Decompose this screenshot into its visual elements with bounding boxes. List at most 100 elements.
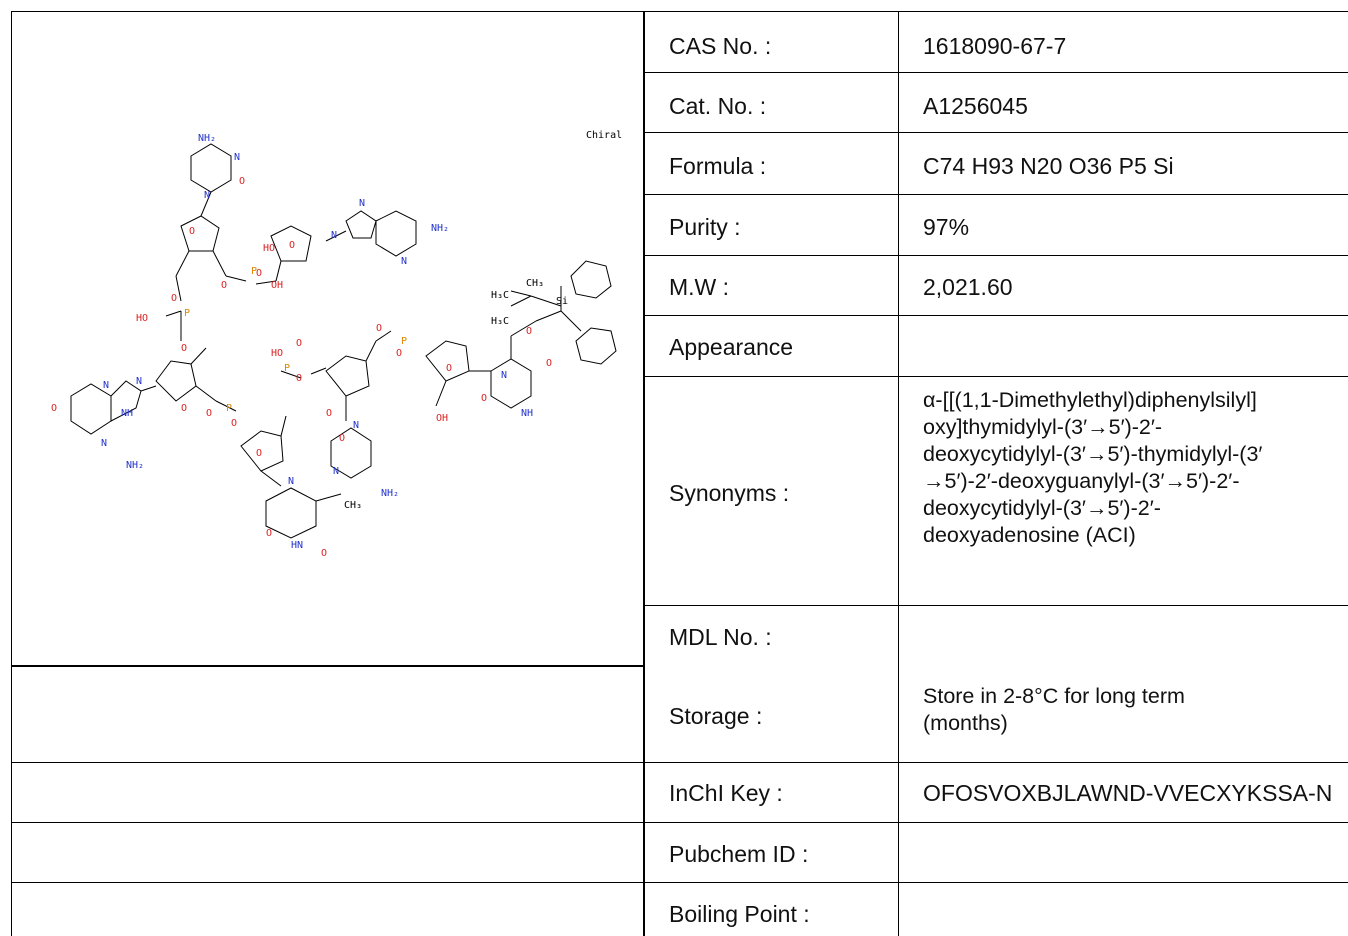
row-divider (11, 762, 1348, 763)
synonyms-line: →5′)-2′-deoxyguanylyl-(3′→5′)-2′- (923, 469, 1240, 493)
row-divider (645, 72, 1348, 73)
value-cas-no: 1618090-67-7 (923, 33, 1067, 59)
row-divider (645, 255, 1348, 256)
svg-text:NH₂: NH₂ (126, 460, 144, 471)
label-formula: Formula : (669, 153, 767, 179)
svg-text:O: O (51, 403, 57, 414)
svg-text:O: O (339, 433, 345, 444)
svg-text:O: O (396, 348, 402, 359)
image-bottom-border (11, 665, 645, 667)
svg-text:OH: OH (436, 413, 448, 424)
row-divider (11, 822, 1348, 823)
svg-text:H₃C: H₃C (491, 290, 509, 301)
svg-text:NH₂: NH₂ (381, 488, 399, 499)
svg-text:O: O (256, 448, 262, 459)
label-pubchem-id: Pubchem ID : (669, 841, 809, 867)
svg-text:P: P (226, 403, 232, 414)
row-divider (11, 882, 1348, 883)
svg-text:O: O (326, 408, 332, 419)
svg-text:O: O (181, 343, 187, 354)
svg-text:P: P (284, 363, 290, 374)
value-mw: 2,021.60 (923, 274, 1013, 300)
synonyms-line: deoxyadenosine (ACI) (923, 523, 1136, 547)
svg-text:N: N (331, 230, 337, 241)
synonyms-line: deoxycytidylyl-(3′→5′)-2′- (923, 496, 1161, 520)
label-mdl-no: MDL No. : (669, 624, 772, 650)
synonyms-line: deoxycytidylyl-(3′→5′)-thymidylyl-(3′ (923, 442, 1263, 466)
svg-text:O: O (296, 338, 302, 349)
svg-text:NH: NH (121, 408, 133, 419)
svg-text:NH₂: NH₂ (431, 223, 449, 234)
structure-svg: Chiral NH₂ N N NH₂ N N N N N NH N NH₂ N … (51, 130, 622, 559)
border-left (11, 11, 12, 936)
label-cat-no: Cat. No. : (669, 93, 767, 119)
svg-text:HO: HO (263, 243, 275, 254)
svg-text:O: O (266, 528, 272, 539)
value-purity: 97% (923, 214, 970, 240)
svg-text:N: N (501, 370, 507, 381)
svg-text:O: O (206, 408, 212, 419)
svg-text:O: O (546, 358, 552, 369)
svg-text:O: O (171, 293, 177, 304)
svg-text:N: N (288, 476, 294, 487)
value-synonyms: α-[[(1,1-Dimethylethyl)diphenylsilyl] ox… (923, 387, 1262, 549)
row-divider (645, 315, 1348, 316)
svg-text:NH₂: NH₂ (198, 133, 216, 144)
svg-text:O: O (256, 268, 262, 279)
svg-text:Chiral: Chiral (586, 130, 622, 141)
label-purity: Purity : (669, 214, 741, 240)
svg-text:OH: OH (271, 280, 283, 291)
synonyms-line: oxy]thymidylyl-(3′→5′)-2′- (923, 415, 1163, 439)
svg-text:CH₃: CH₃ (344, 500, 362, 511)
svg-text:N: N (353, 420, 359, 431)
svg-text:O: O (289, 240, 295, 251)
svg-text:HN: HN (291, 540, 303, 551)
svg-text:O: O (376, 323, 382, 334)
svg-text:P: P (401, 336, 407, 347)
product-spec-sheet: Chiral NH₂ N N NH₂ N N N N N NH N NH₂ N … (11, 11, 1348, 936)
svg-text:O: O (481, 393, 487, 404)
row-divider (645, 605, 1348, 606)
label-mw: M.W : (669, 274, 730, 300)
svg-text:N: N (103, 380, 109, 391)
storage-line: (months) (923, 711, 1008, 735)
svg-text:P: P (251, 266, 257, 277)
storage-line: Store in 2-8°C for long term (923, 684, 1185, 708)
svg-text:HO: HO (136, 313, 148, 324)
svg-text:O: O (321, 548, 327, 559)
synonyms-line: α-[[(1,1-Dimethylethyl)diphenylsilyl] (923, 388, 1257, 412)
svg-text:CH₃: CH₃ (526, 278, 544, 289)
value-formula: C74 H93 N20 O36 P5 Si (923, 153, 1174, 179)
svg-text:N: N (359, 198, 365, 209)
svg-text:H₃C: H₃C (491, 316, 509, 327)
svg-text:N: N (333, 466, 339, 477)
svg-text:O: O (221, 280, 227, 291)
svg-text:O: O (526, 326, 532, 337)
value-cat-no: A1256045 (923, 93, 1028, 119)
svg-text:O: O (181, 403, 187, 414)
label-boiling-point: Boiling Point : (669, 901, 810, 927)
row-divider (645, 376, 1348, 377)
label-cas-no: CAS No. : (669, 33, 772, 59)
svg-text:N: N (234, 152, 240, 163)
svg-text:O: O (231, 418, 237, 429)
value-inchi-key: OFOSVOXBJLAWND-VVECXYKSSA-N (923, 780, 1333, 806)
svg-text:N: N (101, 438, 107, 449)
border-top (11, 11, 1348, 12)
divider-value-col (898, 11, 899, 936)
svg-text:O: O (446, 363, 452, 374)
svg-text:N: N (136, 376, 142, 387)
svg-text:HO: HO (271, 348, 283, 359)
label-synonyms: Synonyms : (669, 480, 790, 506)
svg-text:O: O (296, 373, 302, 384)
svg-text:O: O (239, 176, 245, 187)
divider-image-col (643, 11, 645, 936)
svg-text:O: O (189, 226, 195, 237)
label-storage: Storage : (669, 703, 763, 729)
chemical-structure-image: Chiral NH₂ N N NH₂ N N N N N NH N NH₂ N … (41, 116, 641, 576)
svg-text:NH: NH (521, 408, 533, 419)
row-divider (645, 194, 1348, 195)
svg-text:P: P (184, 308, 190, 319)
label-appearance: Appearance (669, 334, 794, 360)
row-divider (645, 132, 1348, 133)
